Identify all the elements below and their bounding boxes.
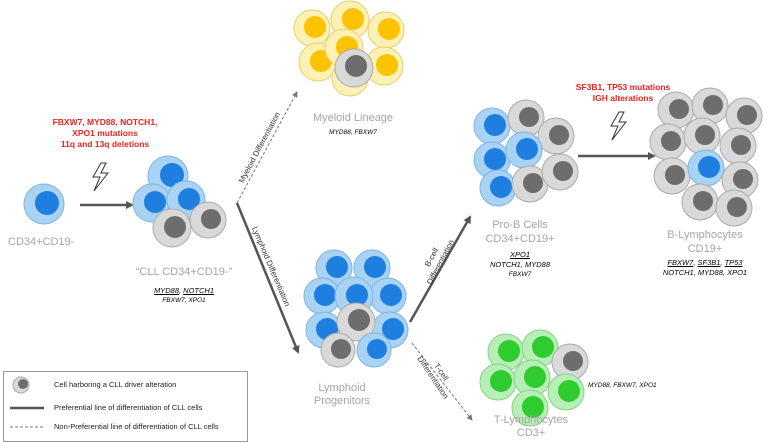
mutations-left-line3: 11q and 13q deletions xyxy=(60,139,150,149)
legend-cell-icon xyxy=(12,376,30,394)
arrow-bcell xyxy=(408,215,472,323)
legend-non-preferential-text: Non-Preferential line of differentiation… xyxy=(54,422,219,431)
gene-sf3b1: SF3B1 xyxy=(697,258,721,267)
genes-cll-cd34-line2: FBXW7, XPO1 xyxy=(162,297,206,304)
cluster-cll-cd34 xyxy=(132,155,227,248)
mutations-left: FBXW7, MYD88, NOTCH1, XPO1 mutations 11q… xyxy=(40,117,170,150)
genes-myeloid: MYD88, FBXW7 xyxy=(329,129,377,136)
genes-prob-line2: NOTCH1, MYD88 xyxy=(489,260,550,269)
genes-tlymph: MYD88, FBXW7, XPO1 xyxy=(588,382,657,389)
gene-myd88: MYD88 xyxy=(153,286,179,295)
mutations-right-line1: SF3B1, TP53 mutations xyxy=(575,82,671,92)
cluster-blymph xyxy=(649,87,763,227)
label-blymph: B-Lymphocytes CD19+ xyxy=(650,228,760,256)
cell-cd34-neg xyxy=(23,183,65,225)
genes-blymph: FBXW7, SF3B1, TP53 NOTCH1, MYD88, XPO1 xyxy=(645,258,765,278)
gene-xpo1: XPO1 xyxy=(509,250,530,259)
gene-fbxw7: FBXW7 xyxy=(667,258,694,267)
gene-notch1: NOTCH1 xyxy=(183,286,215,295)
arrow-lymphoid xyxy=(235,202,300,354)
genes-prob: XPO1 NOTCH1, MYD88 FBXW7 xyxy=(470,250,570,280)
label-cd34-neg: CD34+CD19- xyxy=(8,236,75,248)
label-blymph-line1: B-Lymphocytes xyxy=(667,229,743,241)
mutations-right: SF3B1, TP53 mutations IGH alterations xyxy=(568,82,678,104)
label-lymphoid-line1: Lymphoid xyxy=(318,382,366,394)
legend-symbols xyxy=(10,376,44,428)
gene-separator: , xyxy=(720,258,725,267)
cluster-lymphoid xyxy=(303,249,409,368)
lightning-icon-right xyxy=(610,111,628,141)
cluster-tlymph xyxy=(479,329,589,427)
lightning-icon-left xyxy=(92,162,110,192)
legend-cell-text: Cell harboring a CLL driver alteration xyxy=(54,380,177,389)
label-myeloid: Myeloid Lineage xyxy=(312,112,394,124)
legend: Cell harboring a CLL driver alteration P… xyxy=(3,371,248,442)
cluster-myeloid xyxy=(293,0,405,97)
label-lymphoid-line2: Progenitors xyxy=(313,395,371,407)
genes-cll-cd34-line1: MYD88, NOTCH1 xyxy=(128,286,240,296)
genes-blymph-line1: FBXW7, SF3B1, TP53 xyxy=(645,258,765,268)
label-prob: Pro-B Cells CD34+CD19+ xyxy=(470,218,570,246)
arrow-myeloid xyxy=(236,91,298,204)
mutations-left-line1: FBXW7, MYD88, NOTCH1, xyxy=(52,117,158,127)
gene-separator: , xyxy=(693,258,698,267)
mutations-right-line2: IGH alterations xyxy=(592,93,654,103)
legend-preferential-text: Preferential line of differentiation of … xyxy=(54,403,203,412)
label-cll-cd34: “CLL CD34+CD19-” xyxy=(135,266,233,278)
arrow-tcell xyxy=(411,342,473,421)
label-prob-line2: CD34+CD19+ xyxy=(485,233,555,245)
label-tlymph-line1: T-Lymphocytes xyxy=(493,414,569,426)
label-blymph-line2: CD19+ xyxy=(687,243,723,255)
label-prob-line1: Pro-B Cells xyxy=(492,219,548,231)
label-lymphoid: Lymphoid Progenitors xyxy=(302,382,382,408)
gene-tp53: TP53 xyxy=(724,258,743,267)
cluster-prob xyxy=(473,99,579,207)
label-tlymph: T-Lymphocytes CD3+ xyxy=(486,414,576,440)
mutations-left-line2: XPO1 mutations xyxy=(72,128,138,138)
genes-prob-line3: FBXW7 xyxy=(508,271,532,278)
label-tlymph-line2: CD3+ xyxy=(516,427,546,439)
gene-separator: , xyxy=(179,286,184,295)
genes-blymph-line2: NOTCH1, MYD88, XPO1 xyxy=(662,268,748,277)
